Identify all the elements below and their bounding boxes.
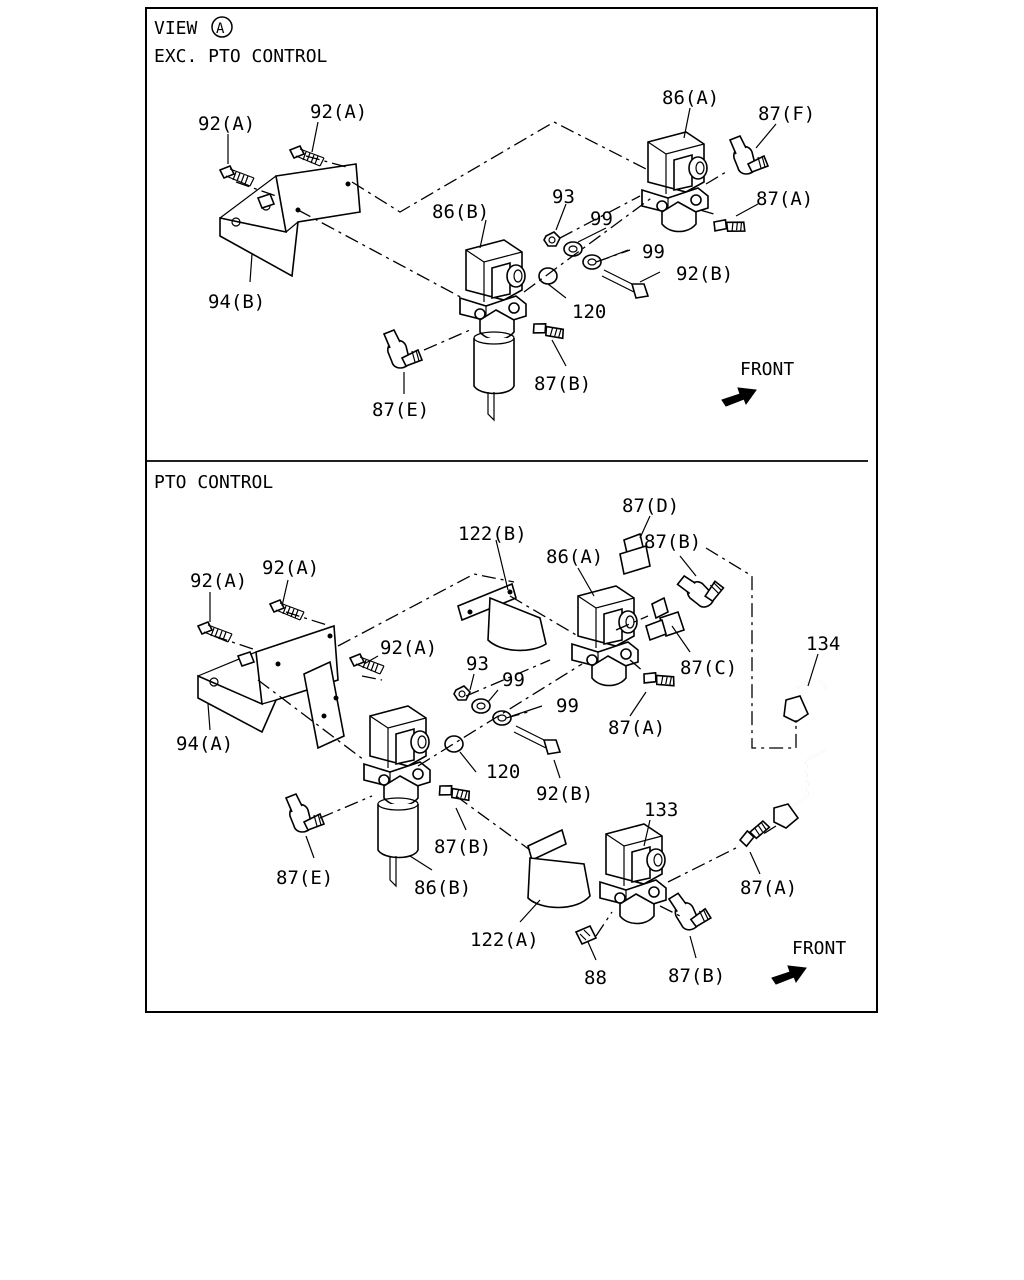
front-label-bottom: FRONT (792, 938, 846, 959)
washer-99-b2 (492, 710, 512, 726)
elbow-87f (729, 135, 769, 175)
solenoid-valve-86b (459, 239, 527, 422)
fitting-87d (619, 532, 651, 576)
label-86b: 86(B) (432, 201, 489, 223)
bolt-92a-b2 (269, 599, 305, 621)
view-circle-icon (211, 16, 233, 38)
label-87b-bot: 87(B) (668, 965, 725, 987)
label-93-b: 93 (466, 653, 489, 675)
label-87a-b2: 87(A) (740, 877, 797, 899)
label-86b-b: 86(B) (414, 877, 471, 899)
bolt-92b-b (513, 725, 562, 755)
fitting-87a-b1 (639, 664, 679, 696)
label-122b: 122(B) (458, 523, 527, 545)
o-ring-120-b (444, 735, 464, 753)
label-92b-b: 92(B) (536, 783, 593, 805)
elbow-87b-bot (667, 887, 714, 934)
solenoid-valve-86a-b (571, 585, 639, 687)
label-87e: 87(E) (372, 399, 429, 421)
washer-99-2 (582, 254, 602, 270)
bolt-92a-b3 (349, 653, 385, 675)
label-87b-mid: 87(B) (434, 836, 491, 858)
plug-88 (574, 924, 598, 946)
label-99-1: 99 (590, 208, 613, 230)
fitting-87b (529, 314, 568, 348)
label-133: 133 (644, 799, 678, 821)
bracket-122a (527, 828, 591, 909)
solenoid-valve-86a (641, 131, 709, 233)
label-87e-b: 87(E) (276, 867, 333, 889)
panel-exc-pto-control: VIEW A EXC. PTO CONTROL (154, 16, 815, 422)
washer-99-b1 (471, 698, 491, 714)
label-87a-b1: 87(A) (608, 717, 665, 739)
diagram-frame (145, 7, 878, 1013)
label-99-b2: 99 (556, 695, 579, 717)
label-94b: 94(B) (208, 291, 265, 313)
bracket-122b (457, 582, 547, 652)
label-88: 88 (584, 967, 607, 989)
front-label-top: FRONT (740, 359, 794, 380)
label-94a: 94(A) (176, 733, 233, 755)
elbow-87e-b (285, 793, 325, 833)
label-87c: 87(C) (680, 657, 737, 679)
label-87b: 87(B) (534, 373, 591, 395)
bracket-94a (197, 624, 345, 750)
solenoid-valve-86b-b (363, 705, 431, 888)
label-87a: 87(A) (756, 188, 813, 210)
nut-93 (543, 231, 561, 247)
label-122a: 122(A) (470, 929, 539, 951)
label-92a-2: 92(A) (310, 101, 367, 123)
label-86a: 86(A) (662, 87, 719, 109)
label-87f: 87(F) (758, 103, 815, 125)
bottom-subtitle: PTO CONTROL (154, 472, 273, 493)
label-92a-b1: 92(A) (190, 570, 247, 592)
panel-pto-control: PTO CONTROL (154, 472, 846, 989)
label-86a-b: 86(A) (546, 546, 603, 568)
label-87d: 87(D) (622, 495, 679, 517)
view-label: VIEW (154, 18, 198, 39)
tee-87c (645, 596, 686, 642)
label-120: 120 (572, 301, 606, 323)
top-subtitle: EXC. PTO CONTROL (154, 46, 328, 67)
solenoid-valve-133 (599, 823, 667, 925)
label-93: 93 (552, 186, 575, 208)
bracket-94b (219, 163, 361, 278)
label-134: 134 (806, 633, 840, 655)
fitting-87a-b2 (735, 818, 774, 849)
label-99-b1: 99 (502, 669, 525, 691)
nut-93-b (453, 685, 471, 701)
label-99-2: 99 (642, 241, 665, 263)
label-87b-top: 87(B) (644, 531, 701, 553)
bolt-92b (601, 269, 650, 299)
label-92a-b3: 92(A) (380, 637, 437, 659)
elbow-87e (383, 329, 423, 369)
elbow-87b-top (674, 561, 729, 615)
pipe-134 (773, 679, 827, 829)
label-92a-1: 92(A) (198, 113, 255, 135)
label-120-b: 120 (486, 761, 520, 783)
label-92a-b2: 92(A) (262, 557, 319, 579)
bolt-92a-b1 (197, 621, 233, 643)
label-92b: 92(B) (676, 263, 733, 285)
front-arrow-icon-top (721, 387, 757, 407)
front-arrow-icon-bottom (771, 965, 807, 985)
fitting-87a (710, 211, 749, 242)
view-circle-letter: A (216, 21, 225, 37)
washer-99-1 (563, 241, 583, 257)
